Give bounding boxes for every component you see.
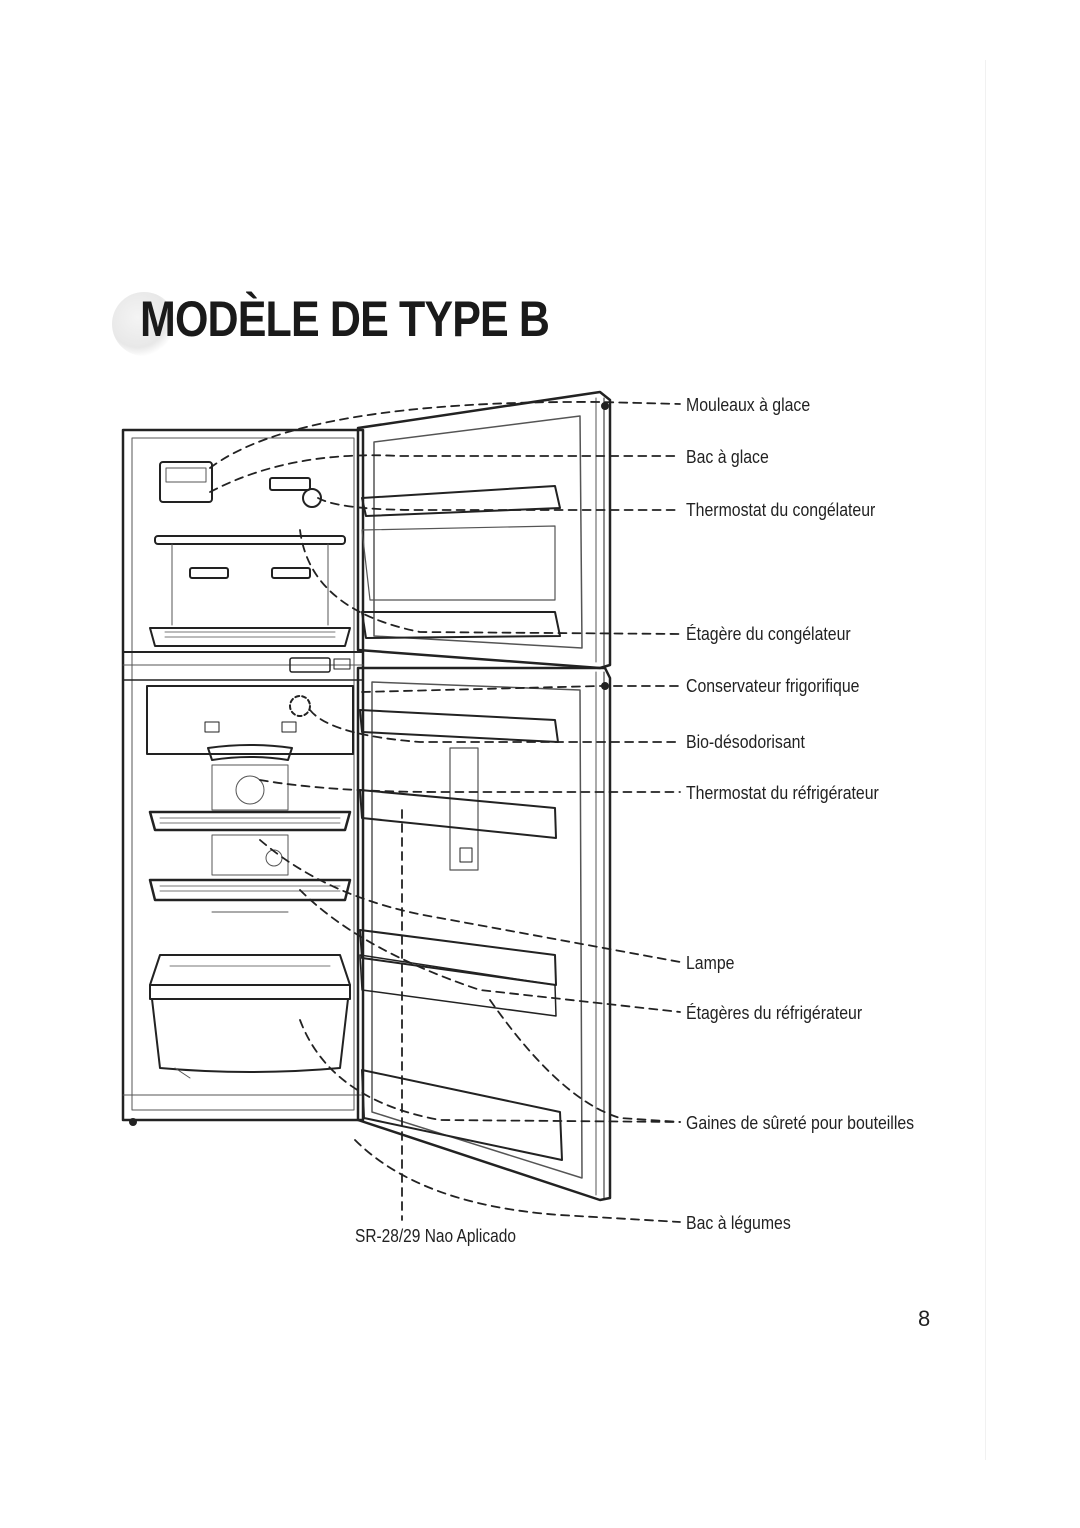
model-note: SR-28/29 Nao Aplicado — [355, 1226, 516, 1246]
label-freezer-thermostat: Thermostat du congélateur — [686, 500, 876, 520]
label-freezer-shelf: Étagère du congélateur — [686, 624, 851, 644]
page-margin-line — [985, 60, 986, 1460]
label-bottle-guards: Gaines de sûreté pour bouteilles — [686, 1113, 915, 1133]
title-decoration — [112, 292, 176, 356]
freezer-door — [356, 390, 612, 670]
fridge-door — [356, 402, 612, 1202]
label-lamp: Lampe — [686, 953, 735, 973]
page-title: MODÈLE DE TYPE B — [140, 291, 550, 347]
label-ice-mold: Mouleaux à glace — [686, 395, 811, 415]
leader-lines — [209, 401, 681, 1223]
label-ice-bin: Bac à glace — [686, 447, 769, 467]
fridge-interior — [146, 685, 354, 1079]
label-chiller: Conservateur frigorifique — [686, 676, 860, 696]
label-deodorizer: Bio-désodorisant — [686, 732, 805, 752]
freezer-interior — [149, 461, 351, 673]
label-fridge-shelves: Étagères du réfrigérateur — [686, 1003, 863, 1023]
cabinet-body — [121, 428, 365, 1126]
label-vegetable-bin: Bac à légumes — [686, 1213, 791, 1233]
label-fridge-thermostat: Thermostat du réfrigérateur — [686, 783, 879, 803]
page-number: 8 — [918, 1306, 931, 1331]
